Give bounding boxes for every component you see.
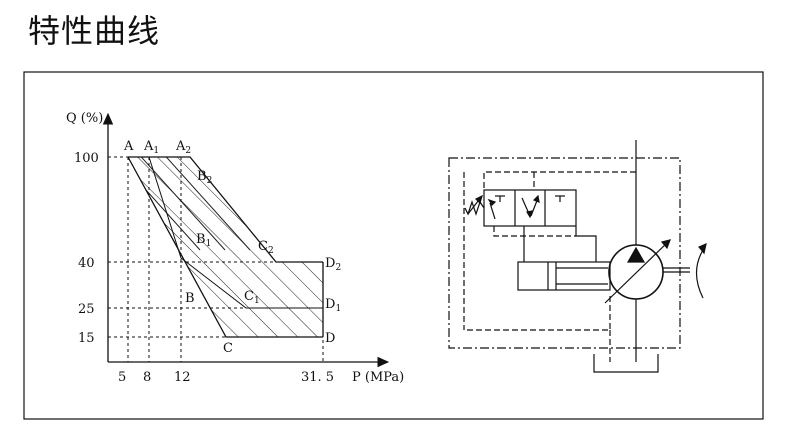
x-tick-31-5: 31. 5 — [301, 370, 334, 385]
pilot-line-top — [483, 171, 636, 190]
valve-spring — [464, 200, 485, 216]
point-label-D2: D2 — [325, 256, 341, 273]
point-label-A: A — [123, 139, 134, 154]
guide-lines — [108, 156, 324, 362]
rotation-arrow — [695, 249, 704, 299]
y-tick-25: 25 — [78, 302, 95, 317]
figure-border — [23, 71, 764, 420]
point-label-A1: A1 — [143, 139, 159, 156]
point-label-C: C — [223, 341, 233, 356]
point-label-A2: A2 — [175, 139, 191, 156]
point-label-B1: B1 — [196, 232, 211, 249]
hydraulic-schematic — [448, 140, 707, 373]
y-tick-40: 40 — [78, 256, 95, 271]
y-axis-label: Q (%) — [66, 111, 103, 126]
point-label-C1: C1 — [244, 289, 260, 306]
housing-boundary — [448, 157, 681, 349]
point-label-B: B — [185, 291, 195, 306]
x-tick-12: 12 — [174, 370, 191, 385]
drain-line — [464, 296, 611, 331]
actuator-cylinder — [517, 261, 611, 291]
x-axis-label: P (MPa) — [352, 370, 404, 385]
point-label-D: D — [325, 331, 335, 346]
page-title: 特性曲线 — [28, 12, 161, 50]
point-label-C2: C2 — [258, 239, 274, 256]
pump-direction-triangle — [626, 246, 646, 263]
point-label-B2: B2 — [197, 169, 212, 186]
x-tick-5: 5 — [118, 370, 126, 385]
reservoir-tank — [593, 354, 659, 373]
y-tick-100: 100 — [74, 151, 99, 166]
point-label-D1: D1 — [325, 297, 341, 314]
y-tick-15: 15 — [78, 331, 95, 346]
x-tick-8: 8 — [143, 370, 151, 385]
cross-hatch — [128, 157, 251, 251]
characteristic-chart: Q (%) P (MPa) 100 40 25 15 5 8 12 31. 5 … — [66, 111, 404, 385]
pump-variable-arrow — [604, 239, 671, 304]
hatched-region — [128, 157, 323, 337]
